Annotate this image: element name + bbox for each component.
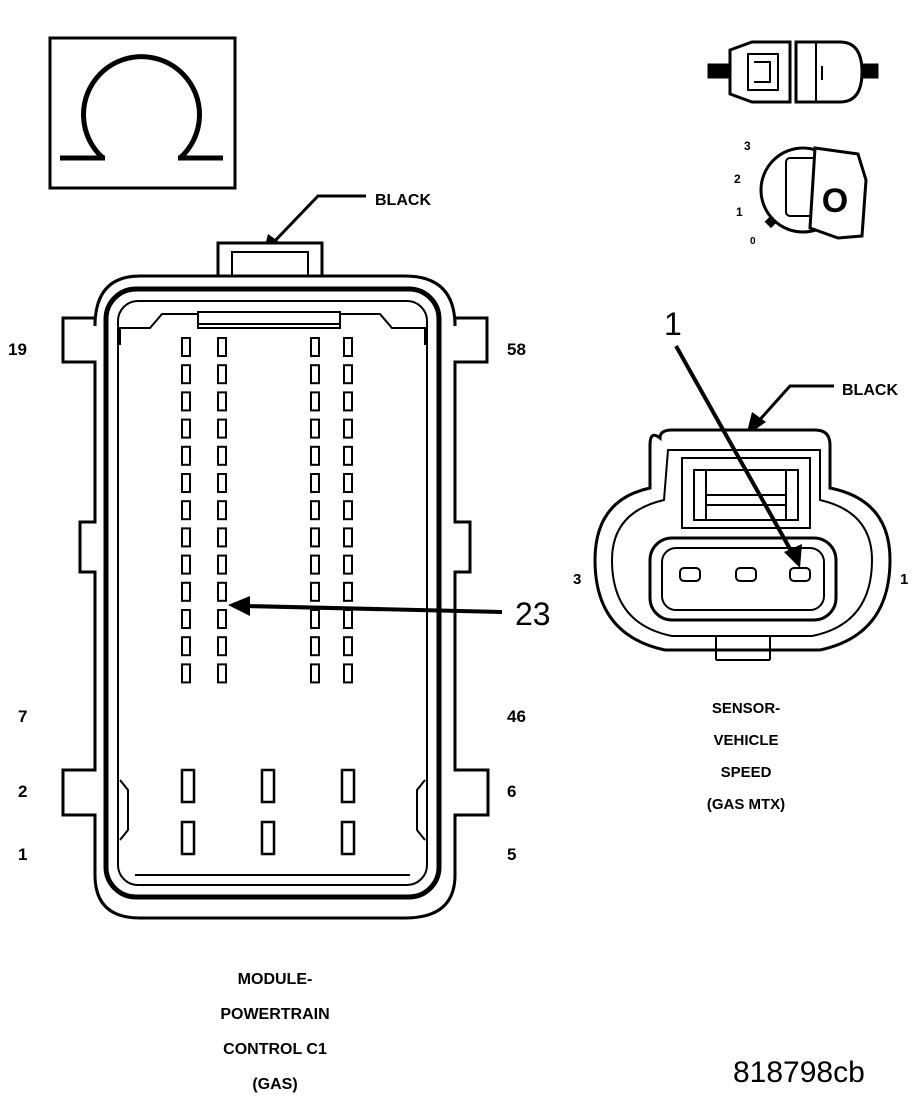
pcm-caption-line-2: POWERTRAIN — [220, 1006, 329, 1023]
ignition-position-0: 0 — [750, 236, 756, 247]
pin-cavity — [310, 337, 320, 357]
pin-label-6: 6 — [507, 782, 516, 801]
pin-cavity — [181, 418, 191, 439]
pin-cavity — [310, 609, 320, 629]
pin-cavity — [343, 609, 353, 629]
pin-cavity — [343, 337, 353, 357]
pin-cavity — [217, 473, 227, 493]
pin-cavity — [310, 418, 320, 439]
pin-cavity — [343, 364, 353, 385]
pin-cavity — [181, 636, 191, 657]
vss-caption-line-1: SENSOR- — [712, 700, 780, 717]
pin-cavity — [217, 364, 227, 385]
pin-cavity — [217, 445, 227, 466]
pin-cavity — [217, 581, 227, 602]
ignition-position-1: 1 — [736, 205, 743, 219]
pcm-caption-line-4: (GAS) — [252, 1076, 297, 1093]
pin-cavity — [181, 581, 191, 602]
vss-pin-label-1: 1 — [900, 571, 908, 588]
callout-pin-23: 23 — [515, 596, 551, 632]
key-marking: O — [822, 182, 848, 220]
pin-cavity — [181, 445, 191, 466]
pin-cavity — [217, 337, 227, 357]
pin-cavity — [217, 663, 227, 684]
pin-cavity — [310, 663, 320, 684]
pin-label-7: 7 — [18, 707, 27, 726]
pin-label-2: 2 — [18, 782, 27, 801]
pin-cavity — [181, 364, 191, 385]
vss-caption-line-3: SPEED — [721, 764, 772, 781]
pin-cavity — [343, 445, 353, 466]
callout-pin-1: 1 — [664, 306, 682, 342]
power-pin-cavity — [180, 768, 196, 804]
power-pin-array — [180, 768, 356, 856]
pin-label-1: 1 — [18, 845, 27, 864]
pin-cavity — [310, 391, 320, 412]
pin-label-46: 46 — [507, 707, 526, 726]
pcm-caption-line-3: CONTROL C1 — [223, 1041, 327, 1058]
pin-cavity — [181, 609, 191, 629]
pin-cavity — [343, 500, 353, 521]
disconnect-connector-icon — [707, 40, 879, 104]
power-pin-cavity — [340, 768, 356, 804]
pin-cavity — [181, 663, 191, 684]
power-pin-cavity — [260, 768, 276, 804]
pin-cavity — [343, 418, 353, 439]
pin-cavity — [310, 581, 320, 602]
pin-cavity — [343, 636, 353, 657]
power-pin-cavity — [340, 820, 356, 856]
ignition-position-3: 3 — [744, 139, 751, 153]
pin-cavity — [310, 364, 320, 385]
pin-cavity — [217, 636, 227, 657]
pin-cavity — [181, 473, 191, 493]
pin-label-5: 5 — [507, 845, 516, 864]
pin-cavity — [310, 554, 320, 575]
pin-cavity — [343, 473, 353, 493]
pin-cavity — [217, 391, 227, 412]
pcm-connector: BLACK 19 58 7 46 2 6 1 5 23 — [8, 192, 551, 1093]
pin-cavity — [310, 500, 320, 521]
ohmmeter-icon — [48, 36, 237, 190]
pin-cavity — [217, 554, 227, 575]
pcm-color-label: BLACK — [375, 192, 431, 209]
pin-cavity — [343, 581, 353, 602]
vss-pin-label-3: 3 — [573, 571, 581, 588]
pin-cavity — [217, 527, 227, 548]
figure-id: 818798cb — [733, 1056, 865, 1089]
pin-cavity — [181, 337, 191, 357]
pin-cavity — [217, 609, 227, 629]
pin-cavity — [181, 391, 191, 412]
pin-cavity — [343, 527, 353, 548]
ignition-position-2: 2 — [734, 172, 741, 186]
vss-color-label: BLACK — [842, 382, 898, 399]
pin-cavity — [310, 473, 320, 493]
pin-cavity — [181, 554, 191, 575]
power-pin-cavity — [180, 820, 196, 856]
power-pin-cavity — [260, 820, 276, 856]
pin-cavity-array — [181, 337, 353, 684]
pin-label-58: 58 — [507, 340, 526, 359]
pin-cavity — [217, 500, 227, 521]
pin-cavity — [310, 636, 320, 657]
vss-caption-line-2: VEHICLE — [713, 732, 778, 749]
pin-cavity — [217, 418, 227, 439]
ignition-key-icon: O 3 2 1 0 — [734, 139, 868, 247]
pcm-caption-line-1: MODULE- — [238, 971, 313, 988]
pin-label-19: 19 — [8, 340, 27, 359]
pin-cavity — [343, 391, 353, 412]
pin-cavity — [343, 554, 353, 575]
pin-cavity — [310, 445, 320, 466]
pin-cavity — [181, 527, 191, 548]
vss-caption-line-4: (GAS MTX) — [707, 796, 785, 813]
pin-cavity — [310, 527, 320, 548]
pin-cavity — [181, 500, 191, 521]
vss-connector: BLACK 1 3 1 SENSOR- VEHICLE SPEED — [573, 306, 908, 813]
pin-cavity — [343, 663, 353, 684]
